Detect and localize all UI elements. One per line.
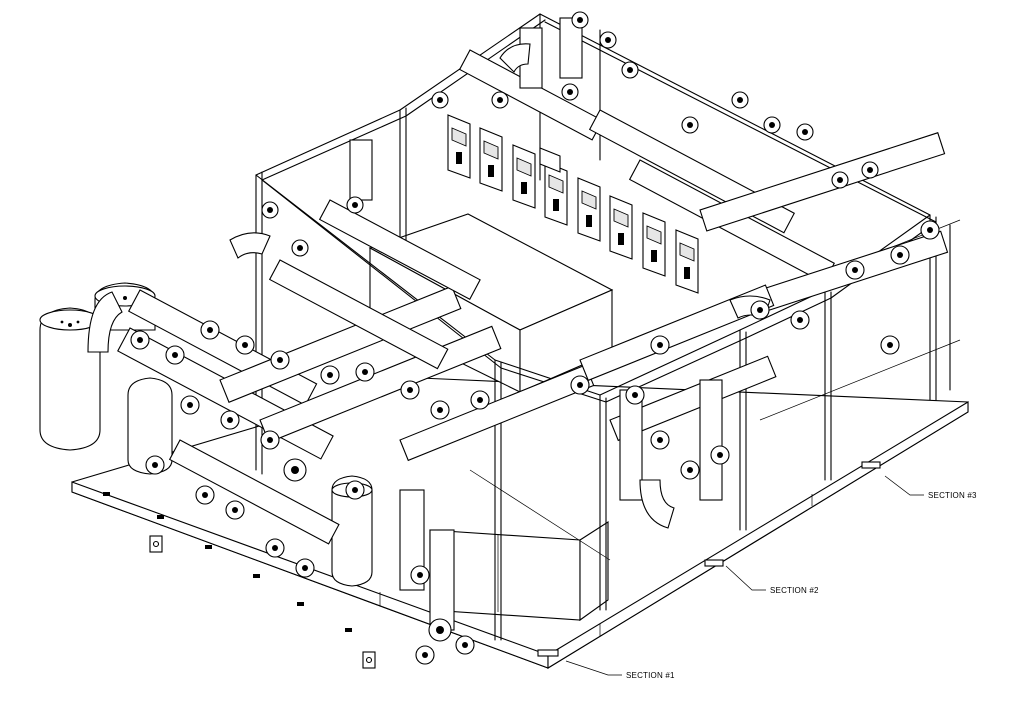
valve-cluster-right — [570, 220, 940, 480]
panel-7 — [642, 212, 666, 277]
panel-9 — [539, 147, 561, 173]
lifting-lugs — [149, 535, 376, 669]
section-1-label: SECTION #1 — [626, 671, 675, 680]
valve-cluster-middle — [320, 362, 490, 665]
panel-2 — [479, 127, 503, 192]
panel-3 — [512, 144, 536, 209]
section-2-label: SECTION #2 — [770, 586, 819, 595]
valve-cluster-top — [261, 11, 879, 257]
panel-8 — [675, 229, 699, 294]
valve-cluster-left — [130, 320, 315, 578]
panel-5 — [577, 177, 601, 242]
lower-cabinet — [429, 520, 609, 622]
panel-1 — [447, 114, 471, 179]
panel-6 — [609, 195, 633, 260]
panel-4 — [544, 161, 568, 226]
base-platform — [71, 377, 969, 669]
valves-and-flanges — [130, 11, 940, 665]
pressure-vessels — [39, 282, 373, 587]
piping-section-1 — [87, 139, 595, 631]
control-panel-row — [447, 114, 699, 294]
section-3-label: SECTION #3 — [928, 491, 977, 500]
section-callouts: SECTION #1 SECTION #2 SECTION #3 — [565, 475, 977, 680]
